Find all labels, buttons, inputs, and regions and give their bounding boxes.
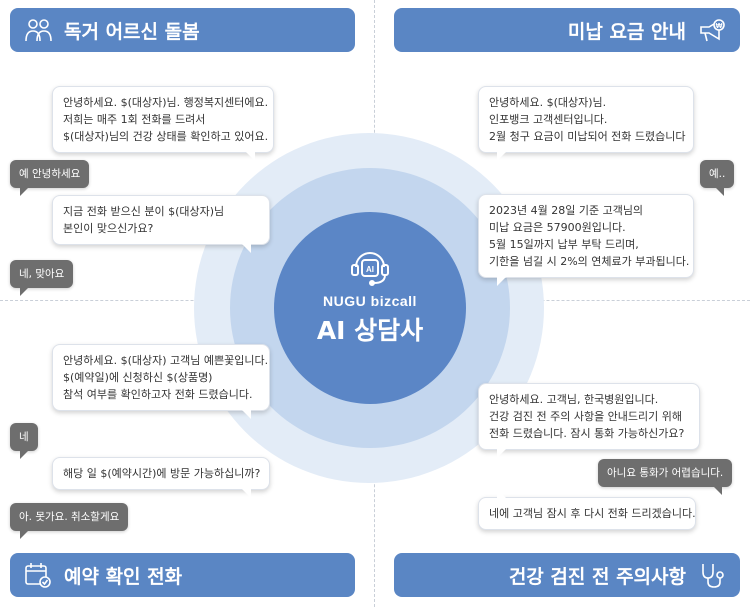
svg-text:AI: AI (366, 265, 374, 274)
message-line: 미납 요금은 57900원입니다. (489, 221, 626, 234)
message-line: 5월 15일까지 납부 부탁 드리며, (489, 238, 639, 251)
user-reply: 네, 맞아요 (10, 260, 74, 296)
panel-title: 미납 요금 안내 (567, 20, 686, 43)
panel-header-elderly-care: 독거 어르신 돌봄 (10, 8, 355, 52)
agent-message: 지금 전화 받으신 분이 $(대상자)님 본인이 맞으신가요? (52, 195, 270, 253)
panel-header-health-checkup: 건강 검진 전 주의사항 (394, 553, 740, 597)
user-reply: 아. 못가요. 취소할게요 (10, 503, 129, 539)
message-line: 건강 검진 전 주의 사항을 안내드리기 위해 (489, 410, 683, 423)
center-title: AI 상담사 (316, 316, 424, 345)
elderly-couple-icon (22, 14, 54, 46)
user-reply: 아니요 통화가 어렵습니다. (598, 459, 733, 495)
message-line: 안녕하세요. 고객님, 한국병원입니다. (489, 393, 659, 406)
panel-title: 독거 어르신 돌봄 (64, 20, 200, 43)
agent-message: 2023년 4월 28일 기준 고객님의 미납 요금은 57900원입니다. 5… (478, 194, 694, 286)
agent-message: 안녕하세요. 고객님, 한국병원입니다. 건강 검진 전 주의 사항을 안내드리… (478, 383, 700, 458)
message-line: $(대상자)님의 건강 상태를 확인하고 있어요. (63, 130, 269, 143)
user-reply: 네 (10, 423, 38, 459)
panel-header-reservation: 예약 확인 전화 (10, 553, 355, 597)
agent-message: 안녕하세요. $(대상자) 고객님 예쁜꽃입니다. $(예약일)에 신청하신 $… (52, 344, 270, 419)
message-line: 2월 청구 요금이 미납되어 전화 드렸습니다 (489, 130, 686, 143)
message-line: 기한을 넘길 시 2%의 연체료가 부과됩니다. (489, 255, 690, 268)
user-reply: 예 안녕하세요 (10, 160, 90, 196)
brand-name: NUGU bizcall (323, 293, 417, 309)
message-line: 본인이 맞으신가요? (63, 222, 154, 235)
message-line: 지금 전화 받으신 분이 $(대상자)님 (63, 205, 225, 218)
calendar-check-icon (22, 559, 54, 591)
message-line: 안녕하세요. $(대상자)님. 행정복지센터에요. (63, 96, 269, 109)
agent-message: 안녕하세요. $(대상자)님. 인포뱅크 고객센터입니다. 2월 청구 요금이 … (478, 86, 694, 161)
panel-header-unpaid-bill: 미납 요금 안내 ₩ (394, 8, 740, 52)
message-line: 참석 여부를 확인하고자 전화 드렸습니다. (63, 388, 253, 401)
panel-title: 건강 검진 전 주의사항 (508, 565, 686, 588)
message-line: 네에 고객님 잠시 후 다시 전화 드리겠습니다. (489, 507, 696, 520)
message-line: 안녕하세요. $(대상자) 고객님 예쁜꽃입니다. (63, 354, 269, 367)
message-line: 인포뱅크 고객센터입니다. (489, 113, 608, 126)
user-reply: 예.. (700, 160, 735, 196)
agent-message: 네에 고객님 잠시 후 다시 전화 드리겠습니다. (478, 489, 696, 530)
center-logo: AI NUGU bizcall AI 상담사 (274, 245, 466, 347)
message-line: 2023년 4월 28일 기준 고객님의 (489, 204, 644, 217)
message-line: 저희는 매주 1회 전화를 드려서 (63, 113, 206, 126)
svg-text:₩: ₩ (716, 23, 723, 30)
ai-headset-icon: AI (274, 245, 466, 287)
inner-circle (274, 212, 466, 404)
message-line: 안녕하세요. $(대상자)님. (489, 96, 607, 109)
stethoscope-icon (696, 559, 728, 591)
message-line: $(예약일)에 신청하신 $(상품명) (63, 371, 213, 384)
agent-message: 해당 일 $(예약시간)에 방문 가능하십니까? (52, 457, 270, 498)
megaphone-icon: ₩ (696, 14, 728, 46)
message-line: 전화 드렸습니다. 잠시 통화 가능하신가요? (489, 427, 685, 440)
message-line: 해당 일 $(예약시간)에 방문 가능하십니까? (63, 467, 261, 480)
agent-message: 안녕하세요. $(대상자)님. 행정복지센터에요. 저희는 매주 1회 전화를 … (52, 86, 274, 161)
panel-title: 예약 확인 전화 (64, 565, 183, 588)
